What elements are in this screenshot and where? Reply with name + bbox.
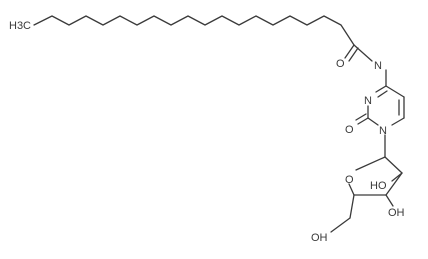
sugar-bond-c2-c3	[385, 172, 403, 196]
amide-oxygen-label: O	[336, 58, 345, 70]
alkyl-chain	[33, 15, 355, 46]
hydroxyl-3-bond	[385, 194, 394, 207]
ring-carbonyl-bond	[357, 117, 369, 125]
ring-carbonyl-double	[355, 113, 367, 121]
ring-n1-label: N	[379, 125, 387, 137]
ring-oxygen-label: O	[345, 174, 354, 186]
ring-bond-c6-n1	[391, 117, 405, 126]
amide-nitrogen-label: N	[374, 60, 382, 72]
hydroxyl-5-label: OH	[311, 232, 328, 244]
sugar-bond-c4-o	[348, 183, 355, 196]
ring-bond-n3-c4	[375, 85, 387, 93]
amide-carbonyl-bond	[344, 44, 355, 59]
ring-n3-label: N	[364, 95, 372, 107]
carbonyl-oxygen-label: O	[345, 124, 354, 136]
methyl-label: H3C	[9, 20, 31, 32]
sugar-bond-c4-c5	[349, 194, 355, 219]
sugar-bond-o-c1	[355, 156, 386, 171]
ring-bond-n1-c2	[367, 117, 379, 126]
ring-bond-n3-c4-double	[377, 90, 388, 98]
amide-carbonyl-double	[348, 47, 359, 62]
sugar-bond-c1-c2	[384, 156, 403, 174]
ring-bond-c4-c5	[385, 85, 405, 98]
hydroxyl-2-bond	[391, 172, 403, 182]
amide-cn-bond	[353, 44, 373, 62]
hydroxyl-3-label: OH	[388, 207, 405, 219]
hydroxyl-2-label: HO	[370, 180, 387, 192]
hydroxyl-5-bond	[330, 217, 351, 233]
